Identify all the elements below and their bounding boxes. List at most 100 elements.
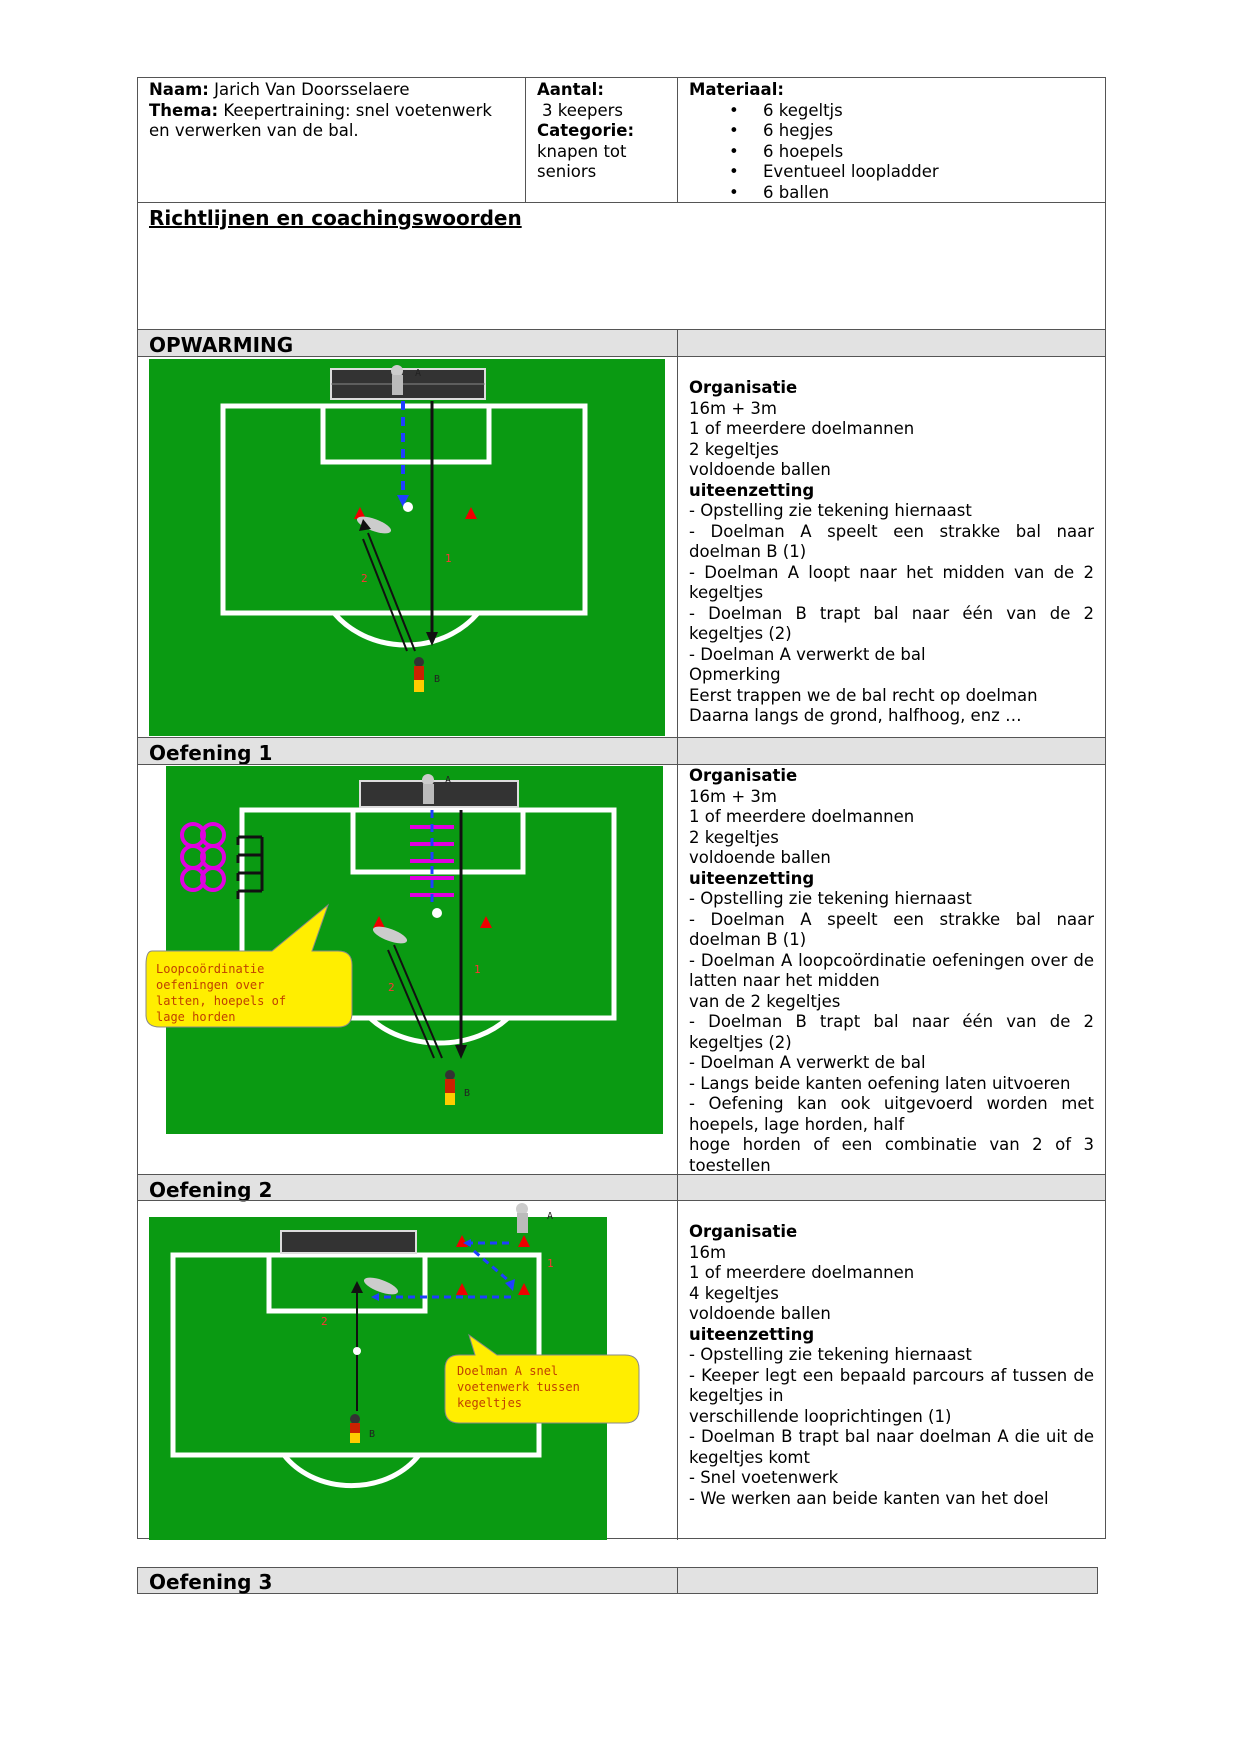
goal xyxy=(330,368,486,400)
diagram-oefening-1: A xyxy=(145,766,663,1134)
arrowhead xyxy=(505,1279,515,1291)
diving-keeper xyxy=(356,516,392,534)
callout-bubble xyxy=(444,1333,640,1424)
description-heading: uiteenzetting xyxy=(689,868,815,888)
thema-label: Thema: xyxy=(149,100,219,120)
richtlijnen-title: Richtlijnen en coachingswoorden xyxy=(149,206,522,230)
label-2: 2 xyxy=(361,572,368,585)
section-body-opwarming: A 1 2 xyxy=(138,356,1105,737)
materiaal-item: 6 hegjes xyxy=(689,121,1094,142)
callout-line-1: Loopcoördinatie xyxy=(156,962,264,976)
description-line: kegeltjes xyxy=(689,583,764,602)
section-title-oefening-3: Oefening 3 xyxy=(149,1570,273,1594)
callout-line-2: voetenwerk tussen xyxy=(457,1380,580,1394)
diagram-cell-oefening-2: A 1 2 xyxy=(138,1201,677,1540)
description-line: kegeltjes in xyxy=(689,1386,784,1405)
description-line: - Doelman A loopt naar het midden van de… xyxy=(689,562,1094,582)
categorie-value-1: knapen tot xyxy=(537,141,627,161)
aantal-value: 3 keepers xyxy=(542,100,624,120)
description-line: 1 of meerdere doelmannen xyxy=(689,419,915,438)
description-line: voldoende ballen xyxy=(689,460,831,479)
shot-arrow-2a xyxy=(387,949,435,1059)
pitch-lines xyxy=(239,807,617,1046)
label-a: A xyxy=(415,368,421,379)
description-line: - Opstelling zie tekening hiernaast xyxy=(689,501,972,520)
arrowhead xyxy=(463,1239,471,1247)
description-line: 4 kegeltjes xyxy=(689,1283,779,1303)
description-line: - Snel voetenwerk xyxy=(689,1468,839,1487)
richtlijnen-row: Richtlijnen en coachingswoorden xyxy=(138,202,1105,330)
arrowhead xyxy=(455,1045,467,1059)
description-line: - Oefening kan ook uitgevoerd worden met xyxy=(689,1094,1094,1113)
description-line: voldoende ballen xyxy=(689,848,831,867)
naam-label: Naam: xyxy=(149,80,209,99)
section-title-oefening-1: Oefening 1 xyxy=(149,741,273,765)
cone-left xyxy=(354,507,366,519)
description-line: 2 kegeltjes xyxy=(689,827,779,847)
label-1: 1 xyxy=(474,963,481,976)
ball xyxy=(432,908,442,918)
description-line: doelman B (1) xyxy=(689,542,807,561)
diving-keeper xyxy=(363,1277,399,1295)
description-line: Eerst trappen we de bal recht op doelman xyxy=(689,685,1038,705)
description-line: 1 of meerdere doelmannen xyxy=(689,1263,915,1282)
description-line: - Doelman A verwerkt de bal xyxy=(689,644,926,664)
section-header-oefening-2: Oefening 2 xyxy=(138,1174,1105,1202)
materiaal-list: 6 kegeltjs6 hegjes6 hoepelsEventueel loo… xyxy=(689,101,1094,204)
shot-arrow-2a xyxy=(362,538,408,652)
arrowhead xyxy=(359,519,371,531)
section-header-opwarming: OPWARMING xyxy=(138,330,1105,357)
description-line: Opmerking xyxy=(689,665,781,684)
section-body-oefening-1: A xyxy=(138,764,1105,1176)
label-a: A xyxy=(547,1211,553,1222)
arrowhead xyxy=(351,1281,363,1293)
label-a: A xyxy=(445,775,451,786)
goalkeeper-b-figure xyxy=(414,657,424,692)
diagram-opwarming: A 1 2 xyxy=(149,359,665,736)
description-line: - Doelman B trapt bal naar één van de 2 xyxy=(689,1012,1094,1031)
naam-cell: Naam: Jarich Van Doorsselaere Thema: Kee… xyxy=(138,78,525,202)
diving-keeper xyxy=(372,926,408,944)
arrowhead xyxy=(397,495,409,507)
description-line: - Doelman B trapt bal naar één van de 2 xyxy=(689,603,1094,623)
cone-4 xyxy=(518,1283,530,1295)
materiaal-item: 6 kegeltjs xyxy=(689,101,1094,122)
description-line: - Keeper legt een bepaald parcours af tu… xyxy=(689,1365,1094,1385)
label-2: 2 xyxy=(388,981,395,994)
description-line: - Doelman B trapt bal naar doelman A die… xyxy=(689,1427,1094,1446)
goalkeeper-a-figure xyxy=(422,774,434,804)
shot-arrow-2b xyxy=(393,944,443,1059)
hoops xyxy=(180,822,226,892)
description-heading: Organisatie xyxy=(689,1222,798,1241)
description-line: voldoende ballen xyxy=(689,1304,831,1323)
footwork-path xyxy=(379,1241,511,1299)
arrowhead xyxy=(371,1293,379,1301)
description-line: 16m + 3m xyxy=(689,398,777,418)
pitch xyxy=(149,359,665,736)
label-b: B xyxy=(434,674,440,685)
callout-line-1: Doelman A snel xyxy=(457,1364,558,1378)
callout-line-2: oefeningen over xyxy=(156,978,264,992)
section-header-oefening-3: Oefening 3 xyxy=(137,1567,1098,1594)
cone-2 xyxy=(518,1235,530,1247)
description-line: hoge horden of een combinatie van 2 of 3 xyxy=(689,1135,1094,1154)
cone-3 xyxy=(456,1283,468,1295)
description-line: - Langs beide kanten oefening laten uitv… xyxy=(689,1073,1071,1093)
callout-line-4: lage horden xyxy=(156,1010,235,1024)
description-line: - We werken aan beide kanten van het doe… xyxy=(689,1488,1049,1508)
header-table: Naam: Jarich Van Doorsselaere Thema: Kee… xyxy=(137,77,1106,330)
aantal-cell: Aantal: 3 keepers Categorie: knapen tot … xyxy=(525,78,677,202)
description-line: doelman B (1) xyxy=(689,930,807,949)
label-b: B xyxy=(369,1429,375,1440)
description-line: - Doelman A loopcoördinatie oefeningen o… xyxy=(689,950,1094,970)
exercise-table: OPWARMING xyxy=(137,329,1106,1540)
label-1: 1 xyxy=(547,1257,554,1270)
ball xyxy=(403,502,413,512)
description-heading: uiteenzetting xyxy=(689,1324,815,1344)
diagram-cell-oefening-1: A xyxy=(138,765,677,1174)
